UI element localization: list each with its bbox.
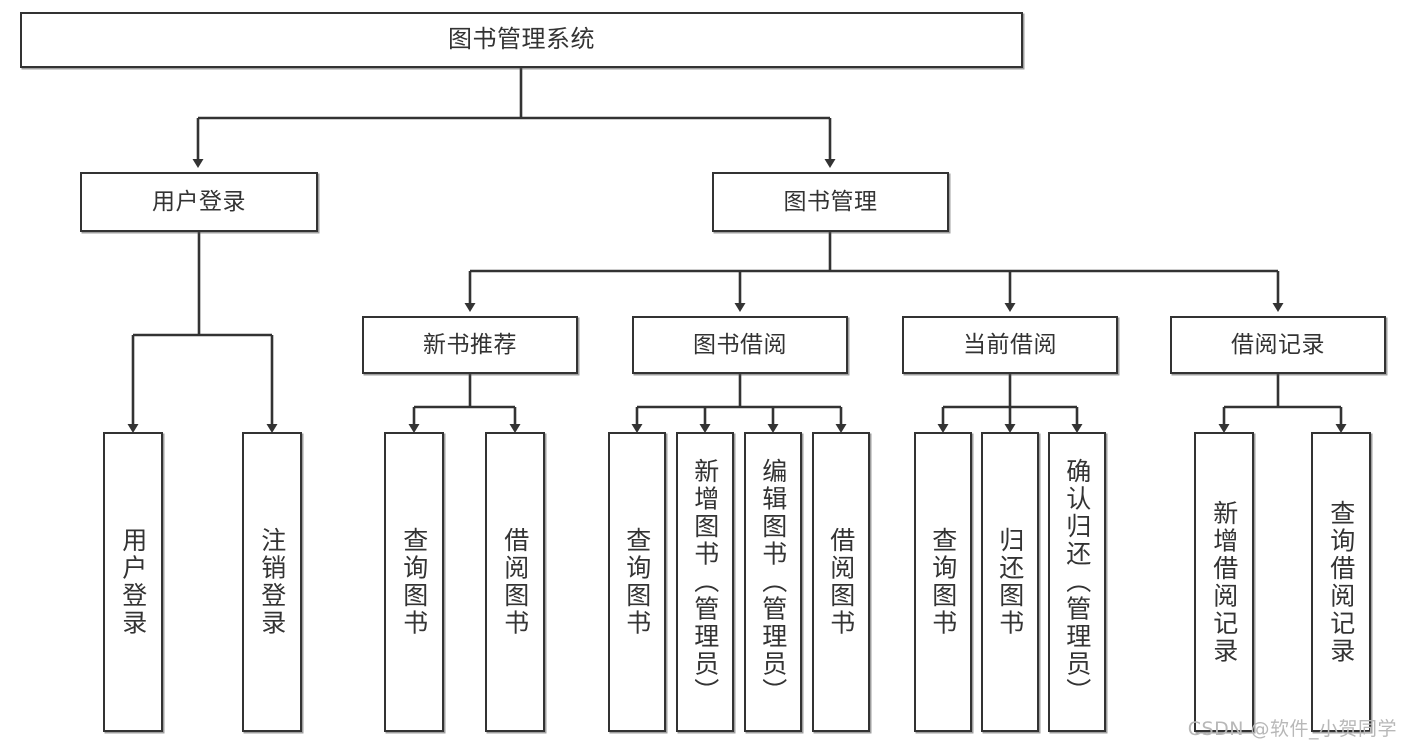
node-label: 借阅图书 xyxy=(500,527,530,637)
node-user-login[interactable]: 用户登录 xyxy=(80,172,318,232)
node-new-book-rec[interactable]: 新书推荐 xyxy=(362,316,578,374)
node-label: 借阅记录 xyxy=(1231,331,1325,358)
node-borrow-record[interactable]: 借阅记录 xyxy=(1170,316,1386,374)
node-leaf-borrow-book-2[interactable]: 借阅图书 xyxy=(812,432,870,732)
node-leaf-query-book-1[interactable]: 查询图书 xyxy=(384,432,444,732)
node-current-borrow[interactable]: 当前借阅 xyxy=(902,316,1118,374)
node-label: 查询借阅记录 xyxy=(1326,499,1356,665)
node-leaf-query-book-2[interactable]: 查询图书 xyxy=(608,432,666,732)
node-label: 查询图书 xyxy=(622,527,652,637)
node-label: 注销登录 xyxy=(257,527,287,637)
node-label: 查询图书 xyxy=(399,527,429,637)
node-leaf-query-book-3[interactable]: 查询图书 xyxy=(914,432,972,732)
node-label: 图书管理 xyxy=(783,188,878,215)
node-label: 借阅图书 xyxy=(826,527,856,637)
node-label: 图书管理系统 xyxy=(448,25,595,54)
node-root[interactable]: 图书管理系统 xyxy=(20,12,1023,68)
node-book-borrow[interactable]: 图书借阅 xyxy=(632,316,848,374)
node-book-manage[interactable]: 图书管理 xyxy=(712,172,949,232)
node-leaf-return-book[interactable]: 归还图书 xyxy=(981,432,1039,732)
node-label: 图书借阅 xyxy=(693,331,787,358)
watermark-text: CSDN @软件_小贺同学 xyxy=(1187,718,1397,740)
node-label: 归还图书 xyxy=(995,527,1025,637)
node-leaf-logout[interactable]: 注销登录 xyxy=(242,432,302,732)
node-leaf-query-record[interactable]: 查询借阅记录 xyxy=(1311,432,1371,732)
node-leaf-add-book[interactable]: 新增图书（管理员） xyxy=(676,432,734,732)
node-label: 查询图书 xyxy=(928,527,958,637)
node-leaf-edit-book[interactable]: 编辑图书（管理员） xyxy=(744,432,802,732)
node-leaf-add-record[interactable]: 新增借阅记录 xyxy=(1194,432,1254,732)
node-leaf-confirm-return[interactable]: 确认归还（管理员） xyxy=(1048,432,1106,732)
node-leaf-borrow-book-1[interactable]: 借阅图书 xyxy=(485,432,545,732)
node-leaf-user-login[interactable]: 用户登录 xyxy=(103,432,163,732)
node-label: 当前借阅 xyxy=(963,331,1057,358)
node-label: 新书推荐 xyxy=(423,331,517,358)
node-label: 新增图书（管理员） xyxy=(690,458,720,706)
node-label: 用户登录 xyxy=(152,188,246,215)
node-label: 用户登录 xyxy=(118,527,148,637)
node-label: 新增借阅记录 xyxy=(1209,499,1239,665)
node-label: 编辑图书（管理员） xyxy=(758,458,788,706)
node-label: 确认归还（管理员） xyxy=(1062,458,1092,706)
